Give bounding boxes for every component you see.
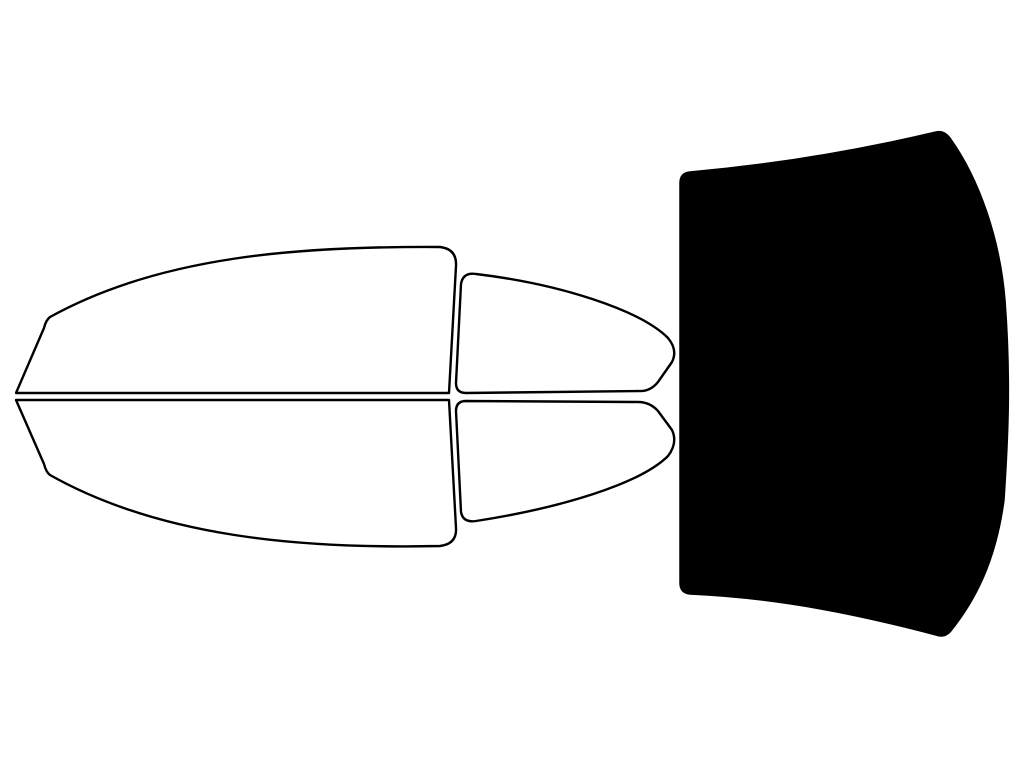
front-door-window-lower-piece — [14, 398, 458, 548]
rear-windshield-piece — [679, 130, 1010, 637]
rear-door-window-lower-piece — [454, 399, 676, 523]
rear-door-window-upper-piece — [454, 272, 676, 395]
front-door-window-upper-piece — [14, 245, 458, 395]
